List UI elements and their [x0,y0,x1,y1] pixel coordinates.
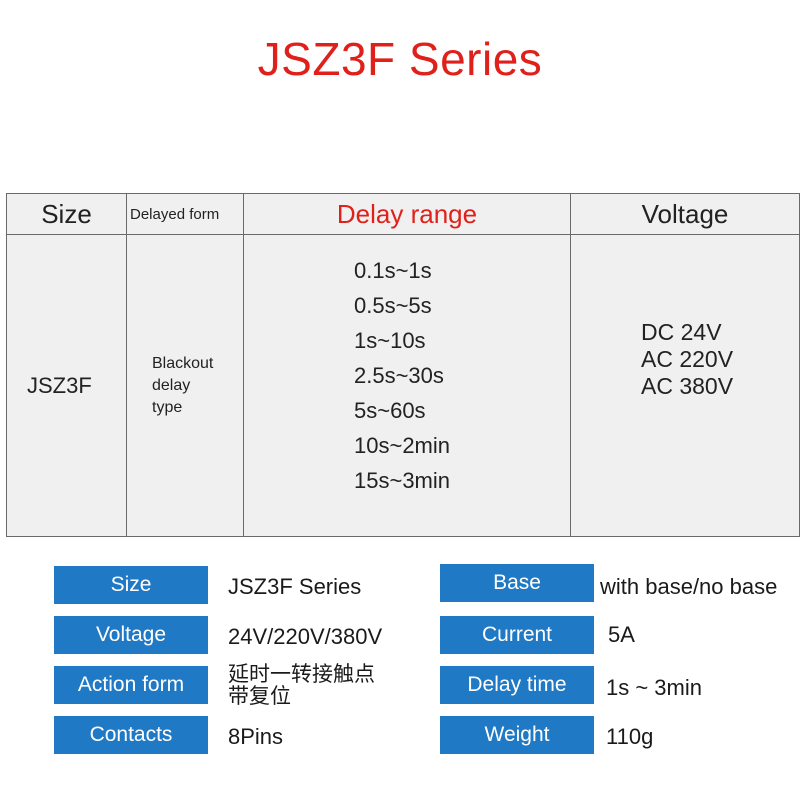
voltage-item: AC 380V [641,373,734,399]
spec-label-base: Base [440,564,594,602]
action-form-line: 延时一转接触点 [228,663,375,686]
spec-label-voltage: Voltage [54,616,208,654]
delay-range-item: 1s~10s [354,328,426,353]
page-title: JSZ3F Series [257,33,543,85]
delay-range-item: 0.5s~5s [354,293,432,318]
delay-range-item: 5s~60s [354,398,426,423]
header-size: Size [6,193,127,235]
spec-value-delay-time: 1s ~ 3min [606,675,702,700]
spec-value-action-form: 延时一转接触点 带复位 [228,664,408,708]
action-form-line: 带复位 [228,685,291,708]
spec-value-voltage: 24V/220V/380V [228,624,383,649]
cell-voltage: DC 24V AC 220V AC 380V [570,234,800,537]
delayed-form-line: Blackout [152,354,214,372]
header-delayed-form: Delayed form [126,193,244,235]
spec-table-container: Size Delayed form Delay range Voltage JS… [6,193,800,537]
delay-range-item: 10s~2min [354,433,451,458]
header-voltage: Voltage [570,193,800,235]
spec-label-weight: Weight [440,716,594,754]
spec-value-base: with base/no base [600,574,778,599]
delay-range-item: 15s~3min [354,468,451,493]
delay-range-item: 0.1s~1s [354,258,432,283]
spec-label-contacts: Contacts [54,716,208,754]
spec-table: Size Delayed form Delay range Voltage JS… [6,193,800,537]
voltage-item: DC 24V [641,319,722,345]
spec-value-current: 5A [608,622,635,647]
cell-size: JSZ3F [6,234,127,537]
spec-label-current: Current [440,616,594,654]
spec-label-action-form: Action form [54,666,208,704]
voltage-item: AC 220V [641,346,734,372]
delayed-form-line: delay [152,376,191,394]
spec-value-contacts: 8Pins [228,724,284,749]
header-delay-range: Delay range [243,193,571,235]
cell-delayed-form: Blackout delay type [126,234,244,537]
delay-range-item: 2.5s~30s [354,363,444,388]
spec-value-weight: 110g [606,724,654,749]
table-row: JSZ3F Blackout delay type 0.1s~1s 0.5s~5… [6,234,800,537]
cell-delay-range: 0.1s~1s 0.5s~5s 1s~10s 2.5s~30s 5s~60s 1… [243,234,571,537]
table-header-row: Size Delayed form Delay range Voltage [6,193,800,235]
delayed-form-line: type [152,398,183,416]
spec-value-size: JSZ3F Series [228,574,362,599]
spec-label-size: Size [54,566,208,604]
spec-label-delay-time: Delay time [440,666,594,704]
